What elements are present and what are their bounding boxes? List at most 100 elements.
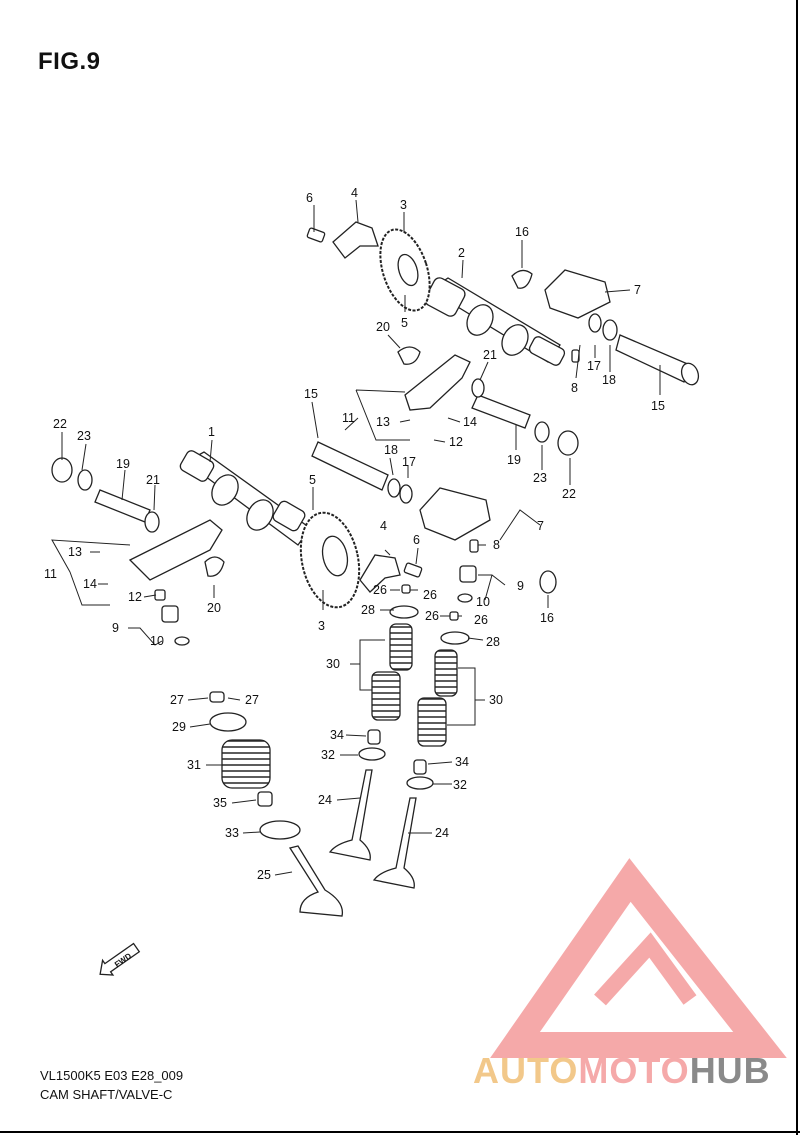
callout: 24: [318, 793, 332, 807]
callout: 16: [515, 225, 529, 239]
washer-20-lower: [204, 556, 225, 577]
callout: 8: [493, 538, 500, 552]
bracket-lower: [359, 554, 401, 593]
ring-23-upper: [534, 421, 550, 443]
spring-31: [221, 739, 271, 789]
camshaft-lower: [179, 450, 311, 546]
seat-33: [259, 820, 301, 840]
callout: 22: [562, 487, 576, 501]
callout: 14: [83, 577, 97, 591]
callout: 32: [453, 778, 467, 792]
retainer-28-b: [440, 631, 470, 645]
retainer-28-a: [389, 605, 419, 619]
plug-22-lower: [51, 457, 73, 483]
callout-labels: 6 4 3 2 16 7 5 20 21 8 17 18 15 15 11 13…: [44, 186, 665, 882]
nut-10-left: [174, 636, 190, 646]
nut-10-lower: [457, 593, 473, 603]
ring-17-upper: [588, 313, 602, 333]
seal-ring-16-upper: [511, 269, 533, 289]
ring-18-upper: [602, 319, 618, 341]
watermark-logo: [490, 858, 787, 1058]
callout: 28: [361, 603, 375, 617]
callout: 26: [423, 588, 437, 602]
callout: 1: [208, 425, 215, 439]
callout: 19: [116, 457, 130, 471]
callout: 20: [207, 601, 221, 615]
callout: 23: [77, 429, 91, 443]
callout: 35: [213, 796, 227, 810]
callout: 13: [376, 415, 390, 429]
callout: 15: [651, 399, 665, 413]
ring-21-upper: [471, 378, 485, 398]
seat-32-a: [358, 747, 386, 761]
figure-title: FIG.9: [38, 48, 101, 75]
callout: 9: [517, 579, 524, 593]
fwd-arrow-icon: [99, 942, 141, 976]
adjuster-9-left: [161, 605, 179, 623]
callout: 11: [44, 567, 57, 581]
cotter-26-b: [449, 611, 459, 621]
callout: 9: [112, 621, 119, 635]
rocker-shaft-upper: [615, 334, 700, 386]
bracket-upper: [332, 221, 379, 259]
callout: 25: [257, 868, 271, 882]
callout: 8: [571, 381, 578, 395]
washer-20-upper: [397, 346, 421, 365]
watermark-text: AUTOMOTOHUB: [473, 1050, 771, 1092]
callout: 10: [476, 595, 490, 609]
callout: 11: [342, 411, 355, 425]
callout: 26: [474, 613, 488, 627]
seal-16-lower: [539, 570, 557, 594]
figure-code: VL1500K5 E03 E28_009: [40, 1068, 184, 1083]
valve-25: [288, 845, 344, 917]
callout: 30: [489, 693, 503, 707]
leader-lines: [51, 199, 661, 876]
ring-17-lower: [399, 484, 413, 504]
valve-24-a: [328, 769, 373, 861]
bolt-upper: [306, 227, 326, 243]
callout: 12: [449, 435, 463, 449]
rocker-arm-lower: [419, 487, 491, 541]
callout: 34: [330, 728, 344, 742]
callout: 28: [486, 635, 500, 649]
pin-8-lower: [469, 539, 479, 553]
callout: 33: [225, 826, 239, 840]
callout: 20: [376, 320, 390, 334]
callout: 10: [150, 634, 164, 648]
ring-18-lower: [387, 478, 401, 498]
callout: 14: [463, 415, 477, 429]
plug-22-upper: [557, 430, 579, 456]
frame-border-bottom: [0, 1131, 800, 1133]
callout: 27: [170, 693, 184, 707]
ring-21-lower: [144, 511, 160, 533]
sprocket-upper: [379, 228, 431, 312]
seal-34-a: [367, 729, 381, 745]
rocker-shaft-lower: [311, 441, 389, 491]
nut-12-left: [154, 589, 166, 601]
callout: 22: [53, 417, 67, 431]
callout: 4: [351, 186, 358, 200]
spring-30-d: [417, 697, 447, 747]
watermark-auto: AUTO: [473, 1050, 579, 1091]
rocker-shaft-19-upper: [471, 394, 531, 429]
retainer-29: [209, 712, 247, 732]
callout: 31: [187, 758, 201, 772]
seal-35: [257, 791, 273, 807]
callout: 15: [304, 387, 318, 401]
callout: 3: [400, 198, 407, 212]
rocker-arm-upper: [544, 269, 611, 319]
callout: 7: [537, 519, 544, 533]
camshaft-upper: [424, 277, 566, 366]
frame-border-right: [796, 0, 798, 1135]
callout: 7: [634, 283, 641, 297]
spring-30-c: [434, 649, 458, 697]
callout: 18: [384, 443, 398, 457]
callout: 6: [306, 191, 313, 205]
callout: 27: [245, 693, 259, 707]
callout: 26: [425, 609, 439, 623]
watermark-hub: HUB: [689, 1050, 771, 1091]
callout: 34: [455, 755, 469, 769]
callout: 23: [533, 471, 547, 485]
